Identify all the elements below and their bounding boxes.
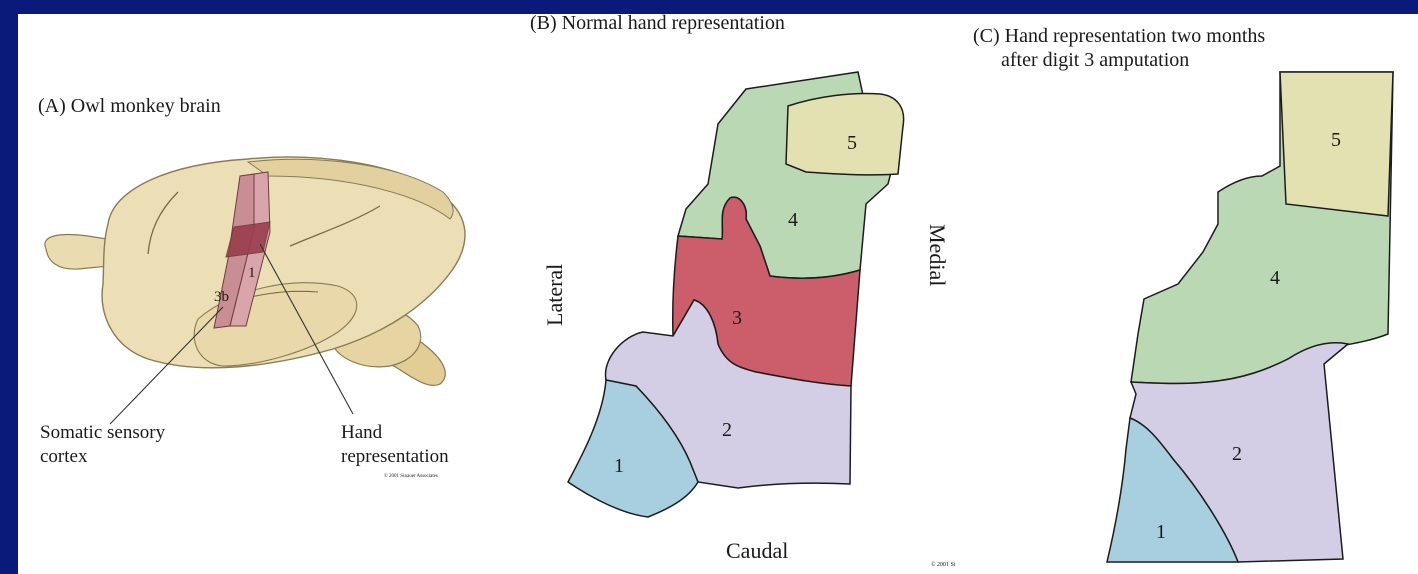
digit-1-label: 1 [614,455,624,477]
digit-3-label: 3 [732,307,742,329]
callout-hand-line1: Hand [341,422,383,443]
panel-c-title-line2: after digit 3 amputation [1001,49,1189,71]
callout-cortex-line2: cortex [40,446,88,467]
panel-a: (A) Owl monkey brain 3b 1 Somatic sensor… [38,95,465,479]
panel-b-title: (B) Normal hand representation [530,14,785,34]
medial-label: Medial [925,224,950,286]
digit-2-label: 2 [722,419,732,441]
digit-5-label: 5 [847,132,857,154]
c-digit-4-label: 4 [1270,267,1280,289]
panel-b: (B) Normal hand representation 5 4 3 2 1… [530,14,956,568]
copyright-a: © 2001 Sinauer Associates [384,473,438,479]
figure-panel: (A) Owl monkey brain 3b 1 Somatic sensor… [18,14,1418,574]
c-digit-5-label: 5 [1331,129,1341,151]
figure-svg: (A) Owl monkey brain 3b 1 Somatic sensor… [18,14,1418,574]
lateral-label: Lateral [542,264,567,326]
panel-c-title-line1: (C) Hand representation two months [973,25,1265,47]
c-digit-2-label: 2 [1232,443,1242,465]
callout-cortex-line1: Somatic sensory [40,422,166,443]
digit-5-region [786,94,904,175]
olfactory-bulb [45,235,113,270]
caudal-label: Caudal [726,538,788,563]
callout-hand-line2: representation [341,446,449,467]
c-digit-1-label: 1 [1156,521,1166,543]
panel-a-title: (A) Owl monkey brain [38,95,221,117]
area-3b-label: 3b [214,289,229,305]
panel-c: (C) Hand representation two months after… [973,25,1393,562]
area-1-label: 1 [248,265,256,281]
digit-4-label: 4 [788,209,798,231]
copyright-b: © 2001 Si [931,561,956,568]
